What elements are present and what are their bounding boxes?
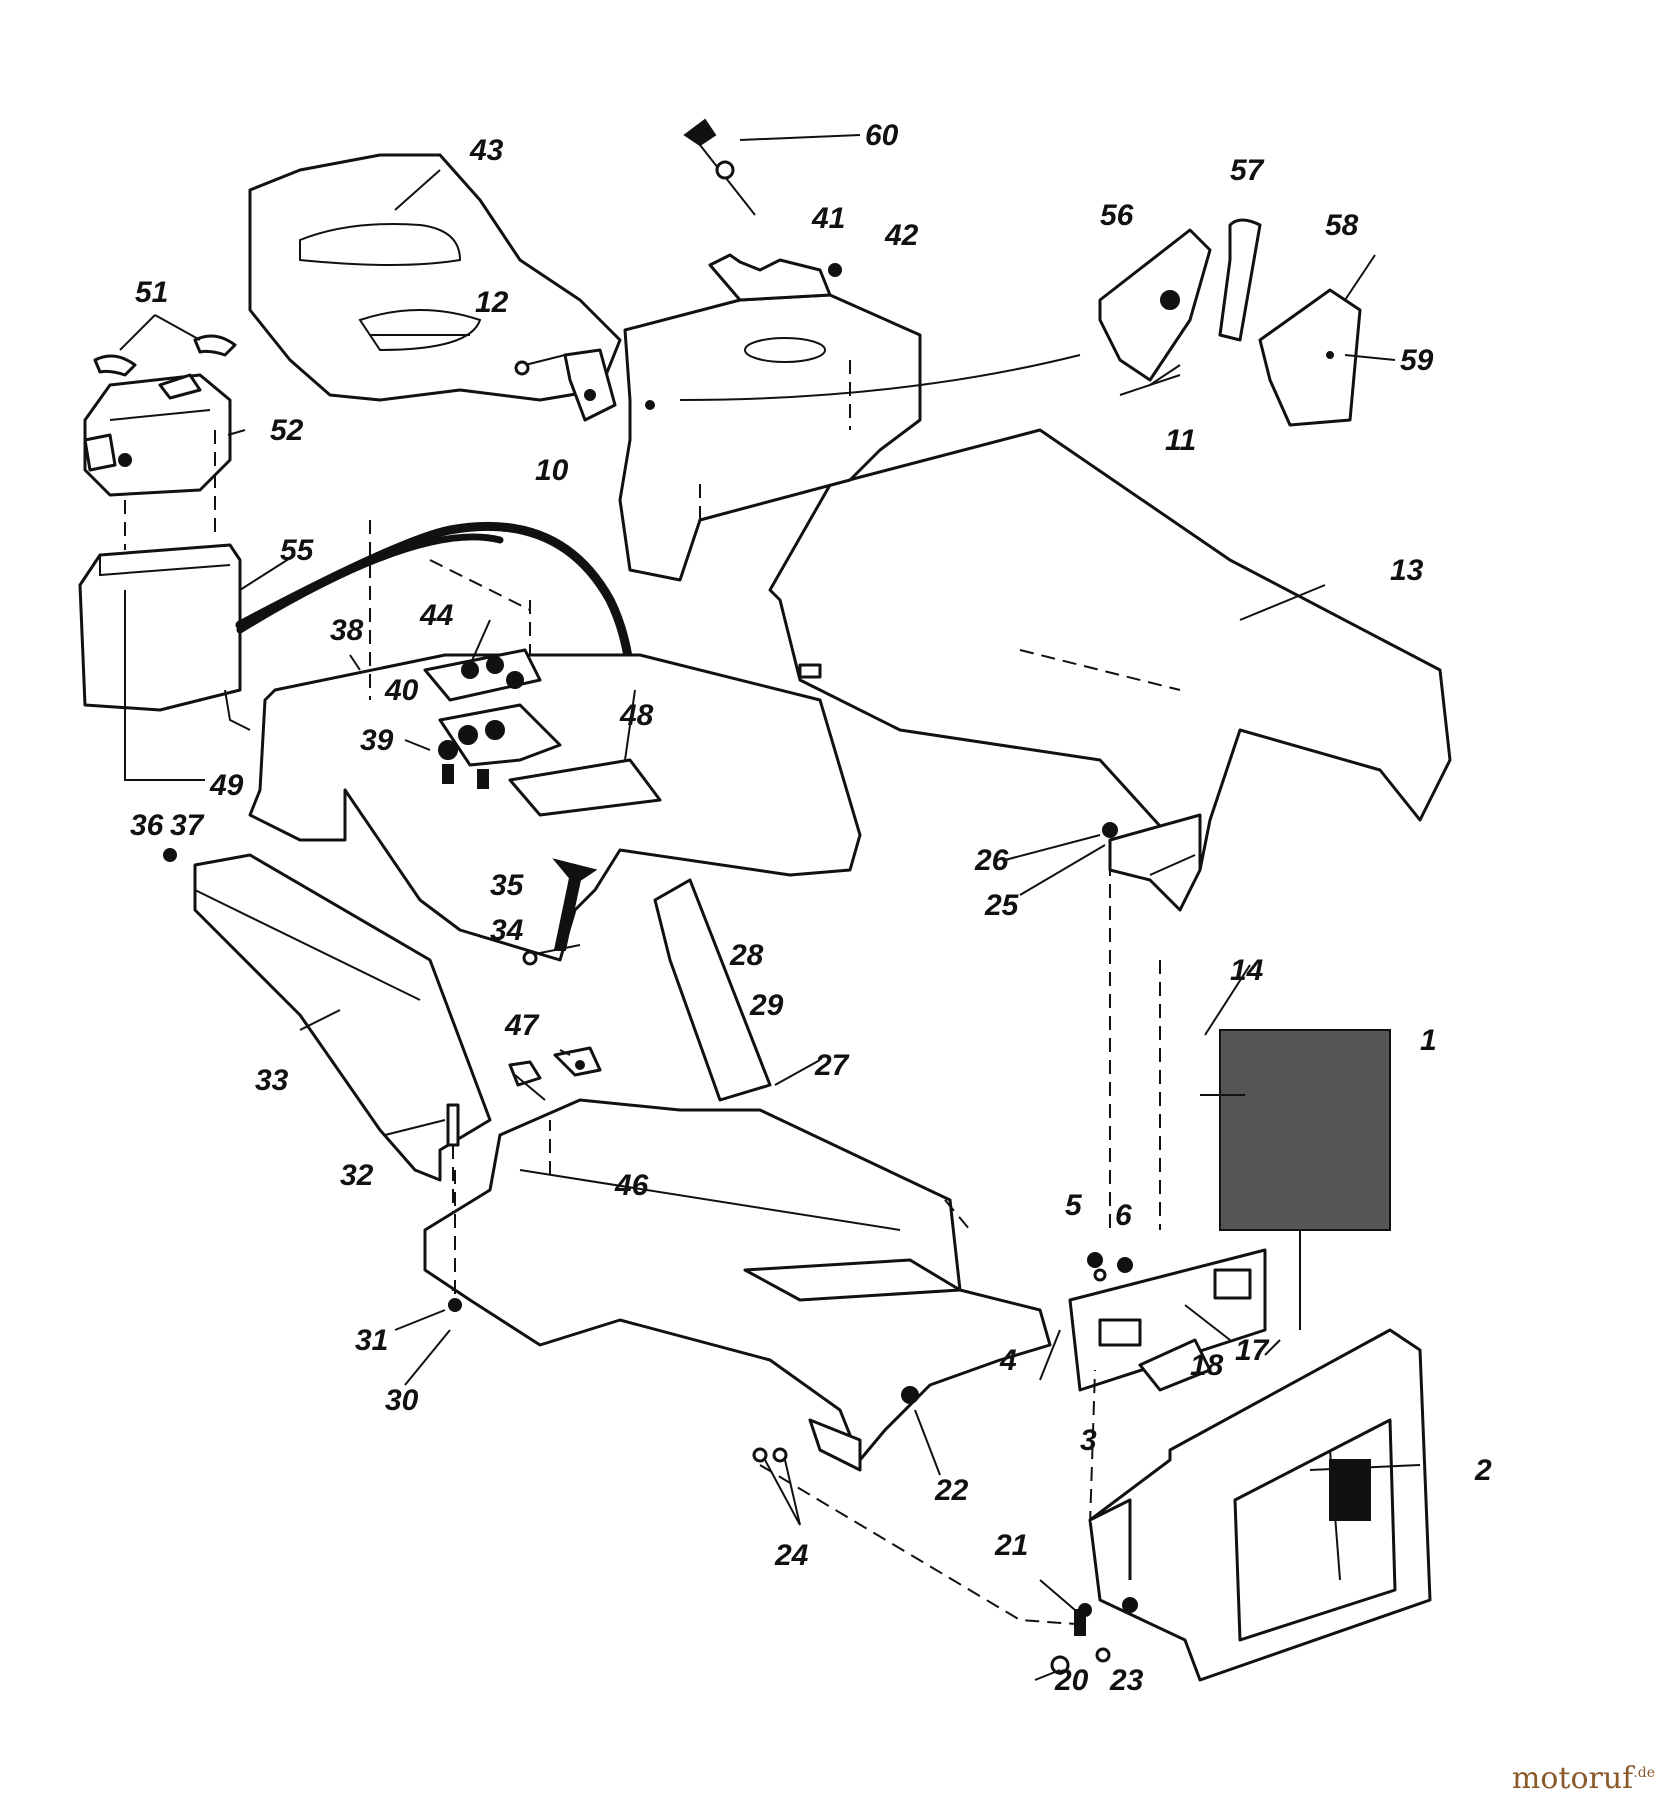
callout-33: 33 — [255, 1064, 289, 1097]
callout-23: 23 — [1109, 1664, 1144, 1697]
callout-49: 49 — [209, 769, 244, 802]
grille-screen — [1219, 1029, 1391, 1330]
callout-20: 20 — [1054, 1664, 1089, 1697]
callout-12: 12 — [475, 286, 509, 319]
left-side-rail — [193, 853, 492, 1182]
seat — [248, 153, 622, 402]
front-grille-housing — [1088, 1328, 1432, 1682]
floor-pan — [423, 1098, 1052, 1472]
assembly-lines — [454, 1170, 1096, 1626]
hinge-brackets — [508, 1046, 602, 1087]
callout-25: 25 — [984, 889, 1020, 922]
callout-18: 18 — [1190, 1349, 1224, 1382]
throttle-control — [645, 218, 1362, 427]
callout-60: 60 — [865, 119, 899, 152]
callout-3: 3 — [1080, 1424, 1097, 1457]
callout-2: 2 — [1474, 1454, 1492, 1487]
callout-6: 6 — [1115, 1199, 1132, 1232]
callout-14: 14 — [1230, 954, 1264, 987]
callout-1: 1 — [1420, 1024, 1437, 1057]
callout-46: 46 — [614, 1169, 649, 1202]
callout-32: 32 — [340, 1159, 374, 1192]
callout-41: 41 — [811, 202, 845, 235]
callout-4: 4 — [999, 1344, 1017, 1377]
callout-42: 42 — [884, 219, 919, 252]
callout-57: 57 — [1230, 154, 1265, 187]
callout-27: 27 — [814, 1049, 850, 1082]
motoruf-watermark: motoruf.de — [1512, 1761, 1655, 1796]
seat-bracket — [514, 348, 617, 422]
callout-58: 58 — [1325, 209, 1359, 242]
callout-35: 35 — [490, 869, 525, 902]
hood-hinge — [1102, 813, 1202, 1230]
callout-55: 55 — [280, 534, 315, 567]
brace — [653, 878, 772, 1102]
callout-28: 28 — [729, 939, 764, 972]
callout-44: 44 — [419, 599, 454, 632]
watermark-text: motoruf — [1511, 1761, 1634, 1796]
callout-26: 26 — [974, 844, 1009, 877]
callout-17: 17 — [1235, 1334, 1270, 1367]
headlight-panel — [1068, 1248, 1267, 1392]
callout-56: 56 — [1100, 199, 1134, 232]
callout-36: 36 — [130, 809, 164, 842]
callout-37: 37 — [170, 809, 205, 842]
callout-22: 22 — [934, 1474, 969, 1507]
callout-10: 10 — [535, 454, 569, 487]
callout-40: 40 — [384, 674, 419, 707]
hardware — [163, 848, 1111, 1675]
battery-cable-b — [236, 533, 504, 634]
callout-43: 43 — [469, 134, 504, 167]
callout-29: 29 — [749, 989, 784, 1022]
callout-30: 30 — [385, 1384, 419, 1417]
watermark-suffix: .de — [1633, 1765, 1655, 1781]
leader-lines — [119, 134, 1421, 1681]
callout-24: 24 — [774, 1539, 809, 1572]
callout-48: 48 — [619, 699, 654, 732]
ignition-key — [683, 118, 756, 216]
callout-47: 47 — [504, 1009, 540, 1042]
callout-13: 13 — [1390, 554, 1424, 587]
dash-console — [618, 253, 922, 582]
callout-39: 39 — [360, 724, 394, 757]
callout-52: 52 — [270, 414, 304, 447]
callout-21: 21 — [994, 1529, 1028, 1562]
callout-31: 31 — [355, 1324, 388, 1357]
mounting-plate — [522, 858, 598, 966]
callout-5: 5 — [1065, 1189, 1083, 1222]
callout-11: 11 — [1165, 424, 1196, 457]
callout-38: 38 — [330, 614, 364, 647]
battery-cover — [83, 334, 237, 497]
callouts: 60 43 41 42 57 56 58 59 51 12 52 10 11 5… — [130, 119, 1492, 1697]
callout-59: 59 — [1400, 344, 1434, 377]
callout-51: 51 — [135, 276, 168, 309]
hood — [768, 428, 1452, 872]
battery-tray — [248, 520, 862, 962]
callout-34: 34 — [490, 914, 524, 947]
